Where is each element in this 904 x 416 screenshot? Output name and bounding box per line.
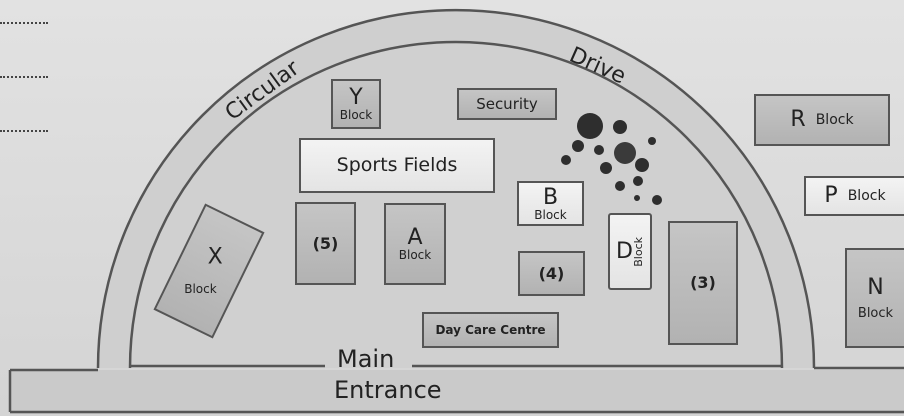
- a-block-letter: A: [407, 225, 423, 250]
- r-block-word: Block: [815, 112, 854, 128]
- p-block-word: Block: [847, 188, 886, 204]
- main-entrance-road: [10, 370, 904, 414]
- b-block[interactable]: B Block: [517, 181, 584, 226]
- b-block-word: Block: [534, 207, 567, 222]
- n-block-word: Block: [857, 305, 894, 321]
- security-building[interactable]: Security: [457, 88, 557, 120]
- a-block-word: Block: [398, 248, 432, 262]
- n-block[interactable]: N Block: [845, 248, 904, 348]
- building-3[interactable]: (3): [668, 221, 738, 345]
- y-block[interactable]: Y Block: [331, 79, 381, 129]
- d-block-word: Block: [631, 236, 645, 267]
- n-block-letter: N: [867, 274, 884, 300]
- day-care-centre[interactable]: Day Care Centre: [422, 312, 559, 348]
- building-3-label: (3): [690, 273, 716, 292]
- p-block[interactable]: P Block: [804, 176, 904, 216]
- main-label: Main: [337, 345, 395, 373]
- r-block-letter: R: [790, 107, 806, 132]
- x-block-letter: X: [208, 244, 224, 270]
- day-care-centre-label: Day Care Centre: [435, 323, 546, 337]
- r-block[interactable]: R Block: [754, 94, 890, 146]
- dotted-line-1: [0, 22, 48, 26]
- building-5-label: (5): [312, 233, 339, 253]
- building-5[interactable]: (5): [295, 202, 356, 285]
- dotted-line-3: [0, 130, 48, 134]
- y-block-letter: Y: [349, 85, 363, 110]
- trees-cluster: [561, 113, 662, 205]
- y-block-word: Block: [339, 108, 373, 122]
- b-block-letter: B: [542, 184, 559, 210]
- dotted-line-2: [0, 76, 48, 80]
- sports-fields[interactable]: Sports Fields: [299, 138, 495, 193]
- road-inner-edge: [128, 40, 784, 369]
- a-block[interactable]: A Block: [384, 203, 446, 285]
- d-block-letter: D: [616, 238, 633, 264]
- p-block-letter: P: [824, 183, 838, 208]
- building-4[interactable]: (4): [518, 251, 585, 296]
- security-label: Security: [476, 94, 538, 113]
- road-outer-edge: [96, 8, 816, 369]
- d-block[interactable]: D Block: [608, 213, 652, 290]
- building-4-label: (4): [538, 263, 565, 283]
- sports-fields-label: Sports Fields: [336, 154, 458, 176]
- x-block-word: Block: [183, 281, 217, 296]
- entrance-label: Entrance: [334, 376, 442, 404]
